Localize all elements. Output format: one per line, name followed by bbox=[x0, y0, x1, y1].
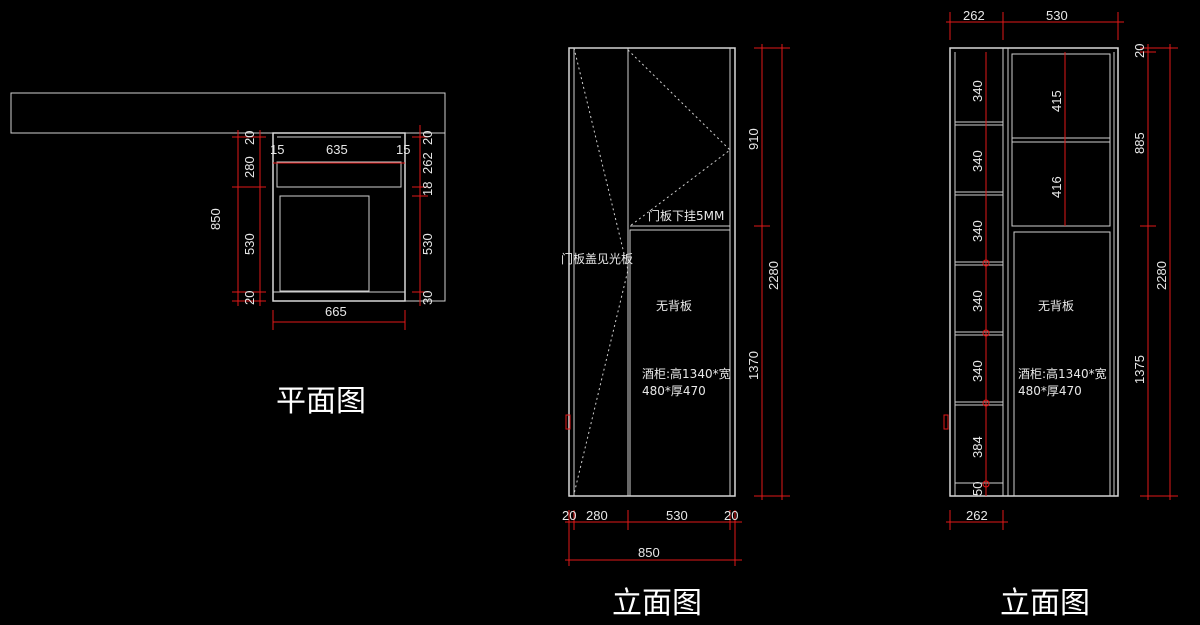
elev2-dim-340-5: 340 bbox=[970, 360, 985, 382]
upper-compartment bbox=[276, 161, 402, 188]
plan-dim-30: 30 bbox=[420, 291, 435, 305]
plan-dim-top-20a: 20 bbox=[242, 131, 257, 145]
plan-dim-top-20b: 20 bbox=[420, 131, 435, 145]
plan-title: 平面图 bbox=[276, 384, 366, 419]
cabinet-frame-2 bbox=[949, 47, 1119, 497]
label-wine-2b: 480*厚470 bbox=[1018, 384, 1082, 398]
plan-dim-635: 635 bbox=[326, 142, 348, 157]
wine-cabinet-door bbox=[629, 229, 731, 497]
elev2-dim-2280: 2280 bbox=[1154, 261, 1169, 290]
label-wine-2a: 酒柜:高1340*宽 bbox=[1018, 366, 1107, 381]
elevation-2: 无背板 酒柜:高1340*宽 480*厚470 262 530 340 bbox=[943, 8, 1178, 621]
elev1-dim-910: 910 bbox=[746, 128, 761, 150]
elev1-dim-850: 850 bbox=[638, 545, 660, 560]
plan-dim-18: 18 bbox=[420, 182, 435, 196]
label-door-gap: 门板下挂5MM bbox=[648, 208, 724, 223]
elev2-dim-bottom-262: 262 bbox=[966, 508, 988, 523]
stone-wall bbox=[10, 92, 446, 134]
plan-dim-20-left: 20 bbox=[242, 291, 257, 305]
plan-dim-280: 280 bbox=[242, 156, 257, 178]
label-wine-1a: 酒柜:高1340*宽 bbox=[642, 366, 731, 381]
elev2-dim-384: 384 bbox=[970, 436, 985, 458]
elev2-dim-415: 415 bbox=[1049, 90, 1064, 112]
wine-cabinet-2 bbox=[1013, 231, 1111, 497]
plan-dim-15-right: 15 bbox=[396, 142, 410, 157]
plan-dim-262: 262 bbox=[420, 152, 435, 174]
elev1-dim-530: 530 bbox=[666, 508, 688, 523]
cabinet-frame-1 bbox=[568, 47, 736, 497]
elev2-dim-416: 416 bbox=[1049, 176, 1064, 198]
elevation-1: 门板下挂5MM 门板盖见光板 无背板 酒柜:高1340*宽 480*厚470 9… bbox=[561, 44, 790, 621]
elev1-dim-1370: 1370 bbox=[746, 351, 761, 380]
elevation1-title: 立面图 bbox=[612, 586, 702, 621]
label-no-back-2: 无背板 bbox=[1038, 299, 1074, 313]
label-door-cover: 门板盖见光板 bbox=[561, 251, 633, 266]
elev2-dim-top-262: 262 bbox=[963, 8, 985, 23]
elev1-dim-280: 280 bbox=[586, 508, 608, 523]
elev2-dim-r-20: 20 bbox=[1132, 44, 1147, 58]
wine-cabinet-plan bbox=[279, 195, 370, 292]
plan-dim-665: 665 bbox=[325, 304, 347, 319]
plan-dim-530-left: 530 bbox=[242, 233, 257, 255]
elev2-dim-340-2: 340 bbox=[970, 150, 985, 172]
elev2-dim-1375: 1375 bbox=[1132, 355, 1147, 384]
elevation2-title: 立面图 bbox=[1000, 586, 1090, 621]
elev2-dim-340-4: 340 bbox=[970, 290, 985, 312]
label-wine-1b: 480*厚470 bbox=[642, 384, 706, 398]
elev2-dim-340-1: 340 bbox=[970, 80, 985, 102]
plan-dim-530-right: 530 bbox=[420, 233, 435, 255]
elev1-dim-2280: 2280 bbox=[766, 261, 781, 290]
plan-dim-850: 850 bbox=[208, 208, 223, 230]
plan-view: 20 20 280 850 530 20 15 635 15 262 18 53… bbox=[10, 92, 446, 419]
elev2-dim-top-530: 530 bbox=[1046, 8, 1068, 23]
plan-dim-15-left: 15 bbox=[270, 142, 284, 157]
elev2-dim-885: 885 bbox=[1132, 132, 1147, 154]
elev2-dim-340-3: 340 bbox=[970, 220, 985, 242]
elev1-dim-20-left: 20 bbox=[562, 508, 576, 523]
cabinet-outline bbox=[272, 132, 406, 302]
elev2-dim-50: 50 bbox=[970, 482, 985, 496]
label-no-back-1: 无背板 bbox=[656, 299, 692, 313]
elev1-dim-20-right: 20 bbox=[724, 508, 738, 523]
